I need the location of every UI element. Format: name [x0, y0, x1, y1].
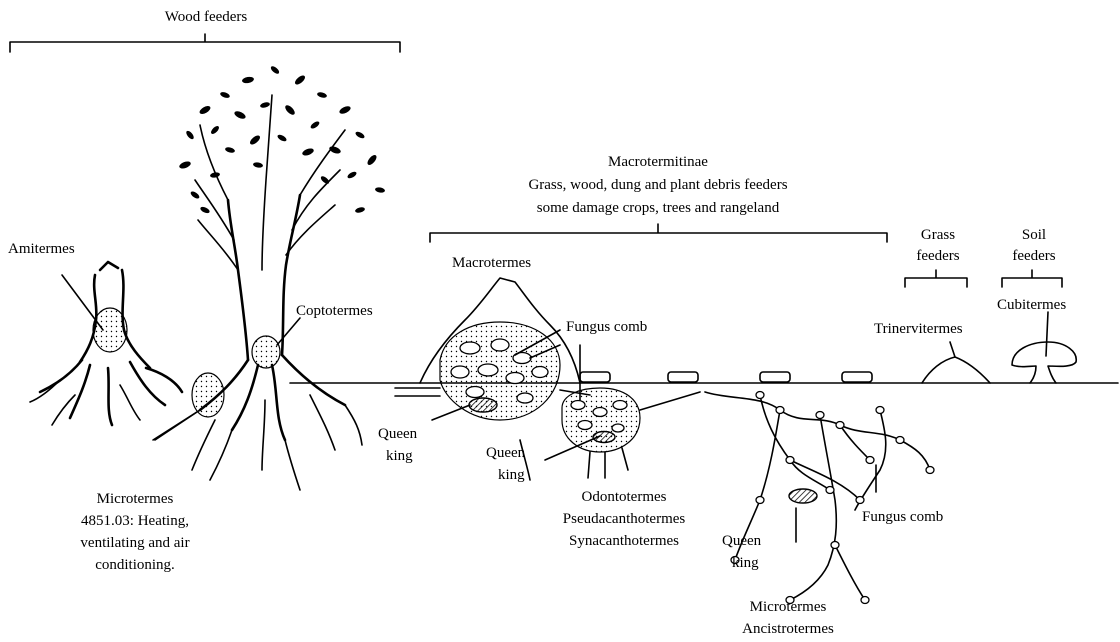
king-label-2: king [498, 466, 525, 485]
amitermes-label: Amitermes [8, 240, 75, 259]
microtermes-left-label: Microtermes [97, 490, 174, 509]
wood-feeders-bracket [10, 34, 400, 52]
ancistrotermes-label: Ancistrotermes [742, 620, 834, 639]
cubitermes-mushroom-mound [1012, 342, 1076, 383]
soil-feeders-label-1: Soil [1022, 226, 1046, 245]
macrotermitinae-line-1: Grass, wood, dung and plant debris feede… [528, 176, 787, 195]
tree-drawing [155, 65, 385, 490]
soil-feeders-bracket [1002, 270, 1062, 287]
soil-feeders-label-2: feeders [1012, 247, 1055, 266]
macrotermitinae-bracket [430, 224, 887, 242]
queen-label-3: Queen [722, 532, 761, 551]
pseudacanthotermes-label: Pseudacanthotermes [563, 510, 685, 529]
trinervitermes-label: Trinervitermes [874, 320, 963, 339]
hvac-line-1: 4851.03: Heating, [81, 512, 189, 531]
queen-label-1: Queen [378, 425, 417, 444]
odontotermes-label: Odontotermes [582, 488, 667, 507]
synacanthotermes-label: Synacanthotermes [569, 532, 679, 551]
macrotermes-label: Macrotermes [452, 254, 531, 273]
wood-feeders-label: Wood feeders [165, 8, 248, 27]
coptotermes-label: Coptotermes [296, 302, 373, 321]
odontotermes-nest [520, 372, 872, 480]
stump-drawing [30, 262, 182, 425]
hvac-line-3: conditioning. [95, 556, 175, 575]
macrotermes-mound [395, 278, 590, 420]
macrotermitinae-title: Macrotermitinae [608, 153, 708, 172]
cubitermes-label: Cubitermes [997, 296, 1066, 315]
fungus-comb-bottom-label: Fungus comb [862, 508, 943, 527]
grass-feeders-bracket [905, 270, 967, 287]
grass-feeders-label-1: Grass [921, 226, 955, 245]
king-label-1: king [386, 447, 413, 466]
trinervitermes-mound [922, 357, 990, 383]
hvac-line-2: ventilating and air [80, 534, 189, 553]
king-label-3: king [732, 554, 759, 573]
queen-label-2: Queen [486, 444, 525, 463]
fungus-comb-top-label: Fungus comb [566, 318, 647, 337]
grass-feeders-label-2: feeders [916, 247, 959, 266]
microtermes-bottom-label: Microtermes [750, 598, 827, 617]
macrotermitinae-line-2: some damage crops, trees and rangeland [537, 199, 779, 218]
